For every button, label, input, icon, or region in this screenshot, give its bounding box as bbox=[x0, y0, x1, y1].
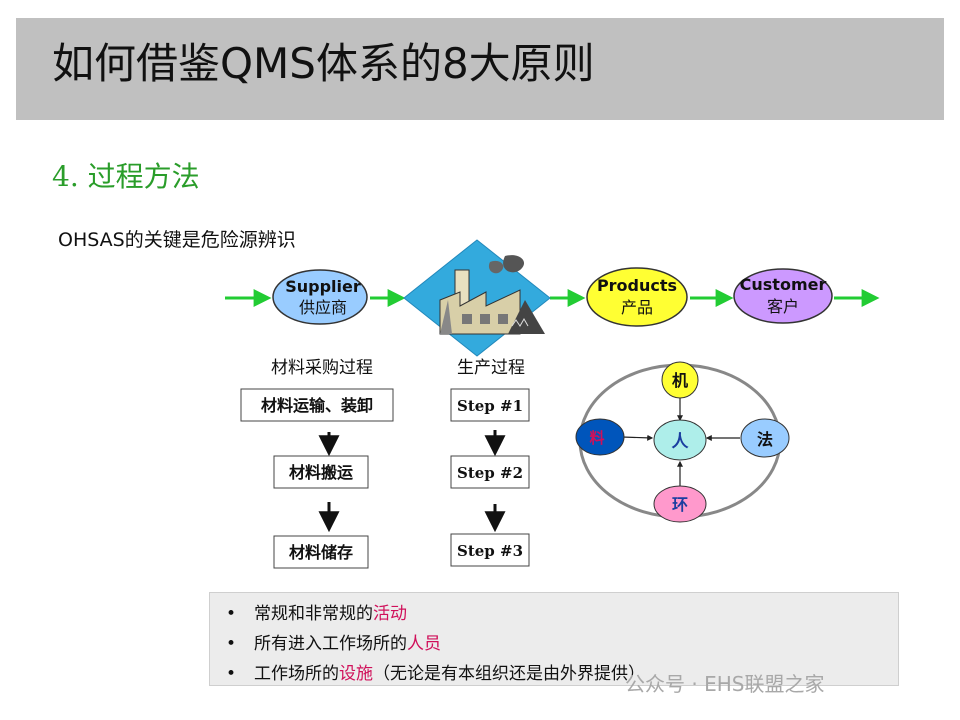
factor-material-node bbox=[575, 418, 625, 456]
factor-environment: 环 bbox=[672, 495, 688, 514]
factor-method: 法 bbox=[757, 430, 773, 449]
bullet-item: • 所有进入工作场所的人员 bbox=[226, 629, 441, 654]
bullet-item: • 常规和非常规的活动 bbox=[226, 599, 407, 624]
bullet-highlight: 活动 bbox=[373, 604, 407, 624]
bullet-dot: • bbox=[226, 664, 237, 684]
factory-icon bbox=[439, 255, 545, 335]
production-step-3: Step #3 bbox=[457, 542, 523, 560]
arrow-left-center bbox=[621, 434, 654, 441]
purchase-header: 材料采购过程 bbox=[271, 358, 373, 378]
production-step-2: Step #2 bbox=[457, 464, 523, 482]
purchase-step-2-box bbox=[273, 455, 369, 489]
customer-node bbox=[733, 268, 833, 324]
supplier-label-en: Supplier bbox=[285, 277, 361, 296]
subtitle: OHSAS的关键是危险源辨识 bbox=[58, 229, 296, 251]
production-step-1: Step #1 bbox=[457, 397, 523, 415]
production-step-1-box bbox=[450, 388, 530, 422]
supplier-label-zh: 供应商 bbox=[299, 298, 347, 317]
bullet-dot: • bbox=[226, 634, 237, 654]
bullet-item: • 工作场所的设施（无论是有本组织还是由外界提供） bbox=[226, 659, 645, 684]
purchase-step-2: 材料搬运 bbox=[289, 463, 353, 482]
factor-machine: 机 bbox=[672, 371, 688, 390]
bullet-text: 工作场所的 bbox=[254, 664, 339, 684]
bullet-text: 常规和非常规的 bbox=[254, 604, 373, 624]
watermark: 公众号 · EHS联盟之家 bbox=[625, 672, 825, 696]
bullet-highlight: 设施 bbox=[339, 664, 373, 684]
customer-label-zh: 客户 bbox=[767, 297, 799, 316]
factor-person: 人 bbox=[672, 432, 690, 452]
factor-environment-node bbox=[653, 485, 707, 523]
production-step-2-box bbox=[450, 455, 530, 489]
bullet-dot: • bbox=[226, 604, 237, 624]
factor-machine-node bbox=[661, 361, 699, 399]
purchase-step-1: 材料运输、装卸 bbox=[261, 396, 373, 415]
bullet-text: 所有进入工作场所的 bbox=[254, 634, 407, 654]
production-header: 生产过程 bbox=[457, 358, 525, 378]
purchase-step-3: 材料储存 bbox=[289, 543, 353, 562]
section-title: 4. 过程方法 bbox=[52, 160, 200, 193]
bullet-suffix: （无论是有本组织还是由外界提供） bbox=[373, 664, 645, 684]
factor-material: 料 bbox=[589, 429, 604, 447]
customer-label-en: Customer bbox=[740, 275, 827, 294]
bullet-box: • 常规和非常规的活动 • 所有进入工作场所的人员 • 工作场所的设施（无论是有本组织… bbox=[209, 592, 899, 686]
bullet-highlight: 人员 bbox=[407, 634, 441, 654]
products-label-zh: 产品 bbox=[621, 298, 653, 317]
products-label-en: Products bbox=[597, 276, 677, 295]
production-step-3-box bbox=[450, 533, 530, 567]
slide-title: 如何借鉴QMS体系的8大原则 bbox=[52, 39, 595, 88]
factor-method-node bbox=[740, 418, 790, 458]
purchase-step-3-box bbox=[273, 535, 369, 569]
products-node bbox=[586, 267, 688, 327]
factor-person-node bbox=[653, 419, 707, 461]
supplier-node bbox=[272, 269, 368, 325]
purchase-step-1-box bbox=[240, 388, 394, 422]
title-bar bbox=[16, 18, 944, 120]
